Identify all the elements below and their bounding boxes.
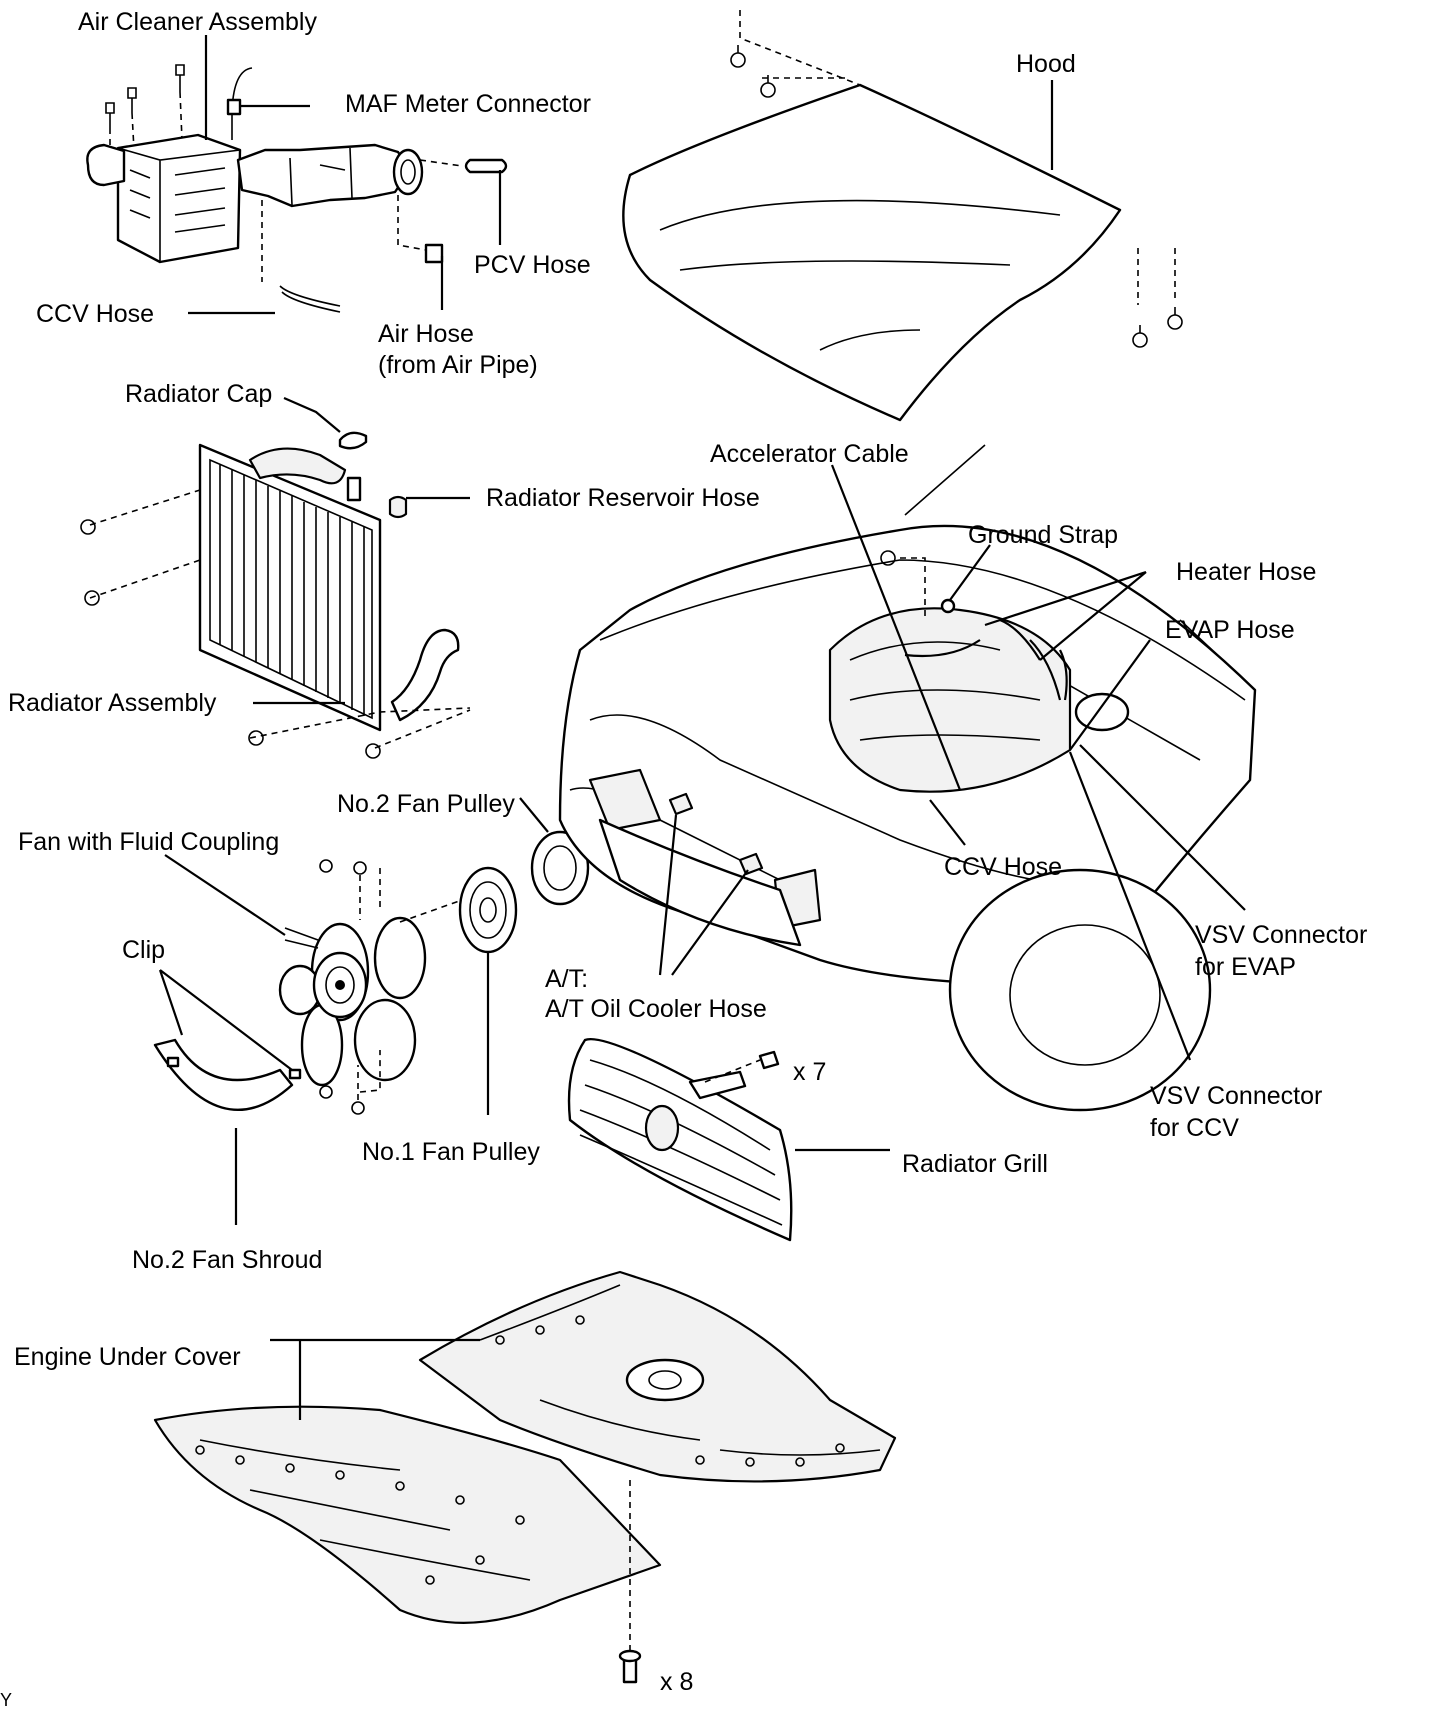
label-accelerator-cable: Accelerator Cable	[710, 440, 909, 468]
label-vsv-connector-ccv: VSV Connector	[1150, 1082, 1322, 1110]
label-at: A/T:	[545, 965, 588, 993]
label-pcv-hose: PCV Hose	[474, 251, 591, 279]
vehicle-front-drawing	[558, 444, 1257, 1112]
label-bolt-count: x 8	[660, 1668, 693, 1696]
label-at-oil-cooler-hose: A/T Oil Cooler Hose	[545, 995, 767, 1023]
label-radiator-grill: Radiator Grill	[902, 1150, 1048, 1178]
radiator-grill-drawing	[567, 1037, 890, 1242]
label-radiator-assembly: Radiator Assembly	[8, 689, 217, 717]
label-ccv-hose-engine: CCV Hose	[944, 853, 1062, 881]
engine-under-cover-drawing	[153, 1270, 897, 1684]
air-cleaner-assembly-drawing	[86, 35, 508, 315]
label-radiator-cap: Radiator Cap	[125, 380, 272, 408]
fan-and-pulleys-drawing	[153, 797, 590, 1225]
labels: Air Cleaner Assembly MAF Meter Connector…	[0, 8, 1367, 1710]
label-heater-hose: Heater Hose	[1176, 558, 1316, 586]
label-grill-clip-count: x 7	[793, 1058, 826, 1086]
label-ground-strap: Ground Strap	[968, 521, 1118, 549]
label-corner-mark: Y	[0, 1690, 12, 1710]
label-vsv-connector-ccv-sub: for CCV	[1150, 1114, 1239, 1142]
label-no2-fan-pulley: No.2 Fan Pulley	[337, 790, 515, 818]
label-evap-hose: EVAP Hose	[1165, 616, 1295, 644]
label-clip: Clip	[122, 936, 165, 964]
label-ccv-hose-top: CCV Hose	[36, 300, 154, 328]
label-hood: Hood	[1016, 50, 1076, 78]
hood-drawing	[622, 10, 1183, 422]
label-air-cleaner-assembly: Air Cleaner Assembly	[78, 8, 317, 36]
label-vsv-connector-evap: VSV Connector	[1195, 921, 1367, 949]
label-maf-meter-connector: MAF Meter Connector	[345, 90, 591, 118]
label-no2-fan-shroud: No.2 Fan Shroud	[132, 1246, 322, 1274]
label-fan-with-fluid-coupling: Fan with Fluid Coupling	[18, 828, 279, 856]
label-no1-fan-pulley: No.1 Fan Pulley	[362, 1138, 540, 1166]
label-engine-under-cover: Engine Under Cover	[14, 1343, 241, 1371]
label-air-hose: Air Hose	[378, 320, 474, 348]
radiator-assembly-drawing	[80, 396, 471, 759]
label-vsv-connector-evap-sub: for EVAP	[1195, 953, 1296, 981]
label-radiator-reservoir-hose: Radiator Reservoir Hose	[486, 484, 760, 512]
label-air-hose-source: (from Air Pipe)	[378, 351, 538, 379]
